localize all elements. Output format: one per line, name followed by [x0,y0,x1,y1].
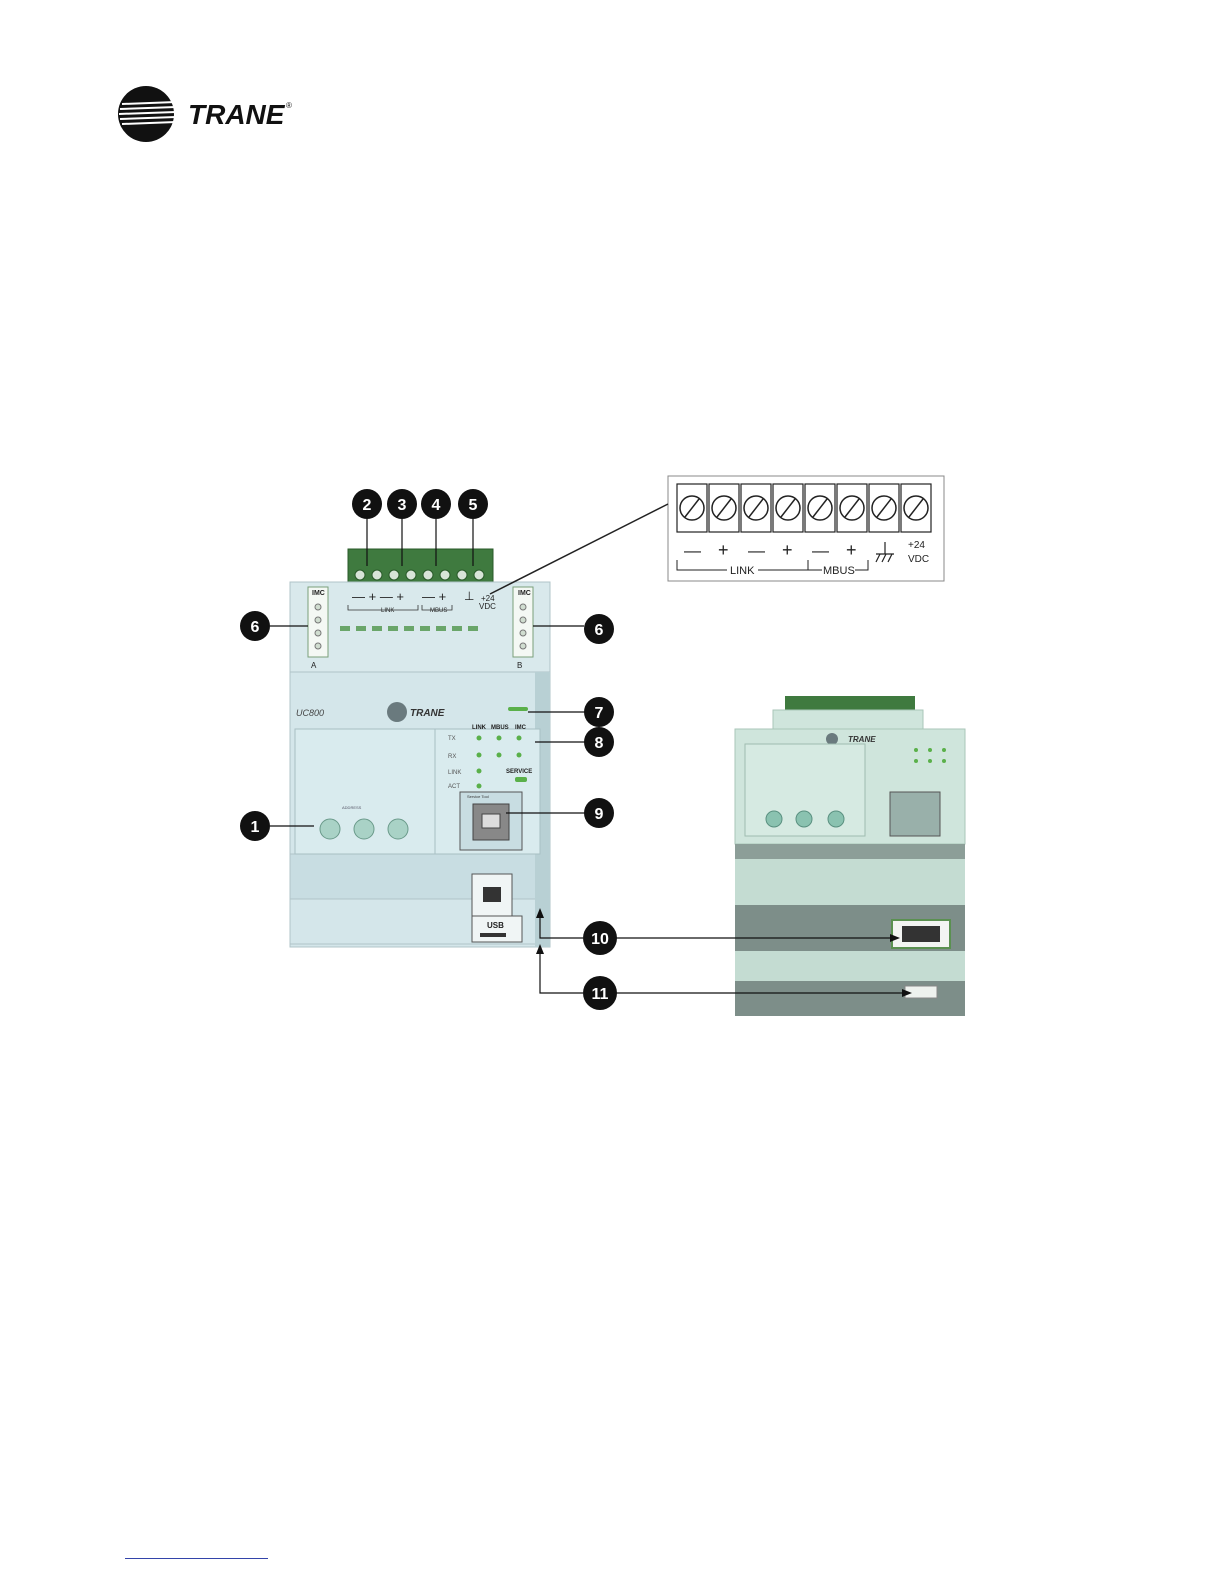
svg-text:SERVICE: SERVICE [506,769,532,775]
callout-8: 8 [595,735,604,752]
svg-text:A: A [311,661,317,670]
footer-link-underline[interactable] [125,1558,268,1559]
svg-text:VDC: VDC [479,602,496,611]
svg-text:— +: — + [422,589,446,604]
controller-side-view: TRANE [735,696,965,1016]
svg-text:IMC: IMC [518,590,531,597]
svg-text:TRANE: TRANE [410,708,445,719]
svg-text:MBUS: MBUS [430,608,447,614]
svg-text:+: + [782,540,793,560]
svg-text:B: B [517,661,522,670]
svg-text:RX: RX [448,754,456,760]
svg-text:LINK: LINK [472,725,487,731]
callout-4: 4 [432,497,441,514]
svg-text:MBUS: MBUS [823,565,855,577]
brand-name: TRANE [188,99,286,130]
callout-6-right: 6 [595,622,604,639]
svg-text:UC800: UC800 [296,708,324,718]
callout-5: 5 [469,497,478,514]
svg-text:ACT: ACT [448,784,460,790]
terminal-inset: — + — + — + +24 VDC LINK MBUS [490,476,944,594]
svg-text:Service Tool: Service Tool [467,794,489,799]
callout-3: 3 [398,497,407,514]
svg-text:LINK: LINK [448,770,461,776]
svg-text:—: — [684,541,701,560]
svg-text:— + — +: — + — + [352,589,404,604]
svg-text:IMC: IMC [515,725,527,731]
registered-mark: ® [286,101,292,110]
uc800-figure: — + — + — + ⊥ LINK MBUS +24 VDC IMC A [190,474,1020,1019]
svg-text:—: — [812,541,829,560]
trane-logo: TRANE ® [116,86,306,146]
svg-text:IMC: IMC [312,590,325,597]
svg-text:TX: TX [448,736,456,742]
controller-front-view: — + — + — + ⊥ LINK MBUS +24 VDC IMC A [290,549,550,947]
svg-text:VDC: VDC [908,554,929,565]
svg-text:ADDRESS: ADDRESS [342,805,362,810]
callout-10: 10 [591,931,609,948]
callout-11: 11 [592,986,609,1003]
svg-text:+24: +24 [908,540,925,551]
callout-2: 2 [363,497,372,514]
svg-text:LINK: LINK [381,608,394,614]
svg-text:LINK: LINK [730,565,755,577]
svg-text:TRANE: TRANE [848,735,876,744]
svg-text:⊥: ⊥ [464,589,474,603]
svg-text:MBUS: MBUS [491,725,509,731]
svg-text:USB: USB [487,921,504,930]
svg-text:+: + [846,540,857,560]
svg-text:+: + [718,540,729,560]
callout-1: 1 [251,819,260,836]
callout-7: 7 [595,705,604,722]
callout-9: 9 [595,806,604,823]
svg-text:—: — [748,541,765,560]
callout-6-left: 6 [251,619,260,636]
